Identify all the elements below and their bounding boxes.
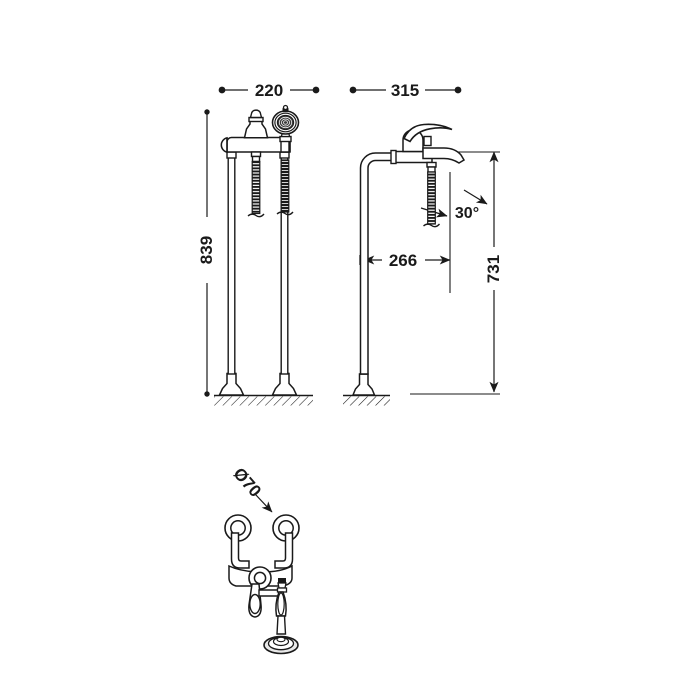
dim-839-dot-top (204, 109, 210, 115)
side-outlet-nut (427, 166, 436, 173)
plan-view: Ø70 (224, 464, 300, 655)
hose-coil-light (251, 160, 261, 215)
hose-break-symbol-light (247, 213, 265, 218)
front-hose-light (247, 160, 265, 218)
side-riser-bend-tube (359, 152, 393, 375)
dim-315-label: 315 (391, 81, 419, 100)
dim-d70-label: Ø70 (229, 464, 264, 501)
dimension-height-731: 731 (410, 151, 503, 395)
plan-handshower-neck (276, 615, 287, 635)
plan-handle-lobe-inner (249, 593, 261, 615)
plan-right-arm (272, 514, 300, 569)
front-right-leg (271, 151, 298, 396)
plan-left-arm-tube (230, 532, 250, 569)
side-view: 315 731 266 30° (343, 81, 503, 406)
dim-266-label: 266 (389, 251, 417, 270)
side-hose (423, 171, 441, 228)
handshower-nozzle-pattern (278, 116, 293, 129)
side-riser (351, 152, 393, 396)
plan-center-boss-inner (253, 571, 267, 585)
right-leg-base-flange (271, 372, 298, 396)
plan-connector-collar (277, 582, 287, 589)
left-riser-collar (226, 151, 237, 159)
dim-d70-leader (254, 493, 273, 513)
dimension-reach-266: 266 (359, 172, 451, 293)
plan-left-arm (224, 514, 252, 569)
spindle-cap (249, 109, 263, 119)
left-riser-tube (227, 156, 236, 375)
handshower-top-knob (282, 104, 289, 111)
floor-hatch-side (343, 396, 390, 406)
dim-220-label: 220 (255, 81, 283, 100)
side-view-floor (343, 394, 390, 406)
dim-30-label: 30° (455, 205, 479, 222)
plan-spray-center (276, 636, 286, 643)
mixer-body-left-cap (220, 136, 228, 154)
side-lever-handle (402, 123, 453, 143)
plan-connector-dark (278, 578, 286, 583)
side-spout (422, 147, 466, 164)
dim-839-dot-bottom (204, 391, 210, 397)
floor-hatch-front (214, 396, 313, 406)
plan-right-arm-tube (274, 532, 294, 569)
hose-break-symbol-dark (276, 211, 294, 216)
dimension-width-220: 220 (218, 81, 320, 100)
plan-mixer-body (228, 564, 293, 618)
handshower-handle (280, 140, 290, 153)
front-hose-dark (276, 159, 294, 216)
side-mixer-assembly (390, 123, 466, 173)
dim-731-label: 731 (484, 255, 503, 283)
front-view: 220 839 (197, 81, 320, 406)
front-left-leg (218, 151, 245, 396)
handshower-handle-collar (279, 135, 292, 143)
dimension-width-315: 315 (349, 81, 462, 100)
front-handshower (271, 104, 300, 153)
hose-coil-dark (280, 159, 290, 213)
side-hose-break-symbol (423, 223, 441, 228)
spindle-bell (243, 120, 269, 139)
left-leg-base-flange (218, 372, 245, 396)
side-hose-coil (427, 171, 436, 225)
dimension-diameter-70: Ø70 (229, 464, 273, 513)
side-base-flange (351, 373, 376, 396)
spindle-outlet-nut (251, 155, 261, 163)
front-view-floor (214, 394, 313, 406)
plan-handshower (258, 578, 299, 655)
right-riser-collar (279, 151, 290, 159)
side-top-boss (423, 135, 432, 147)
plan-handshower-handle-inner (277, 592, 285, 616)
dim-30-leader-right (463, 189, 488, 205)
dim-839-label: 839 (197, 236, 216, 264)
side-mixer-collar (390, 149, 397, 165)
front-center-spindle (243, 109, 269, 163)
dimension-height-839: 839 (197, 109, 216, 397)
